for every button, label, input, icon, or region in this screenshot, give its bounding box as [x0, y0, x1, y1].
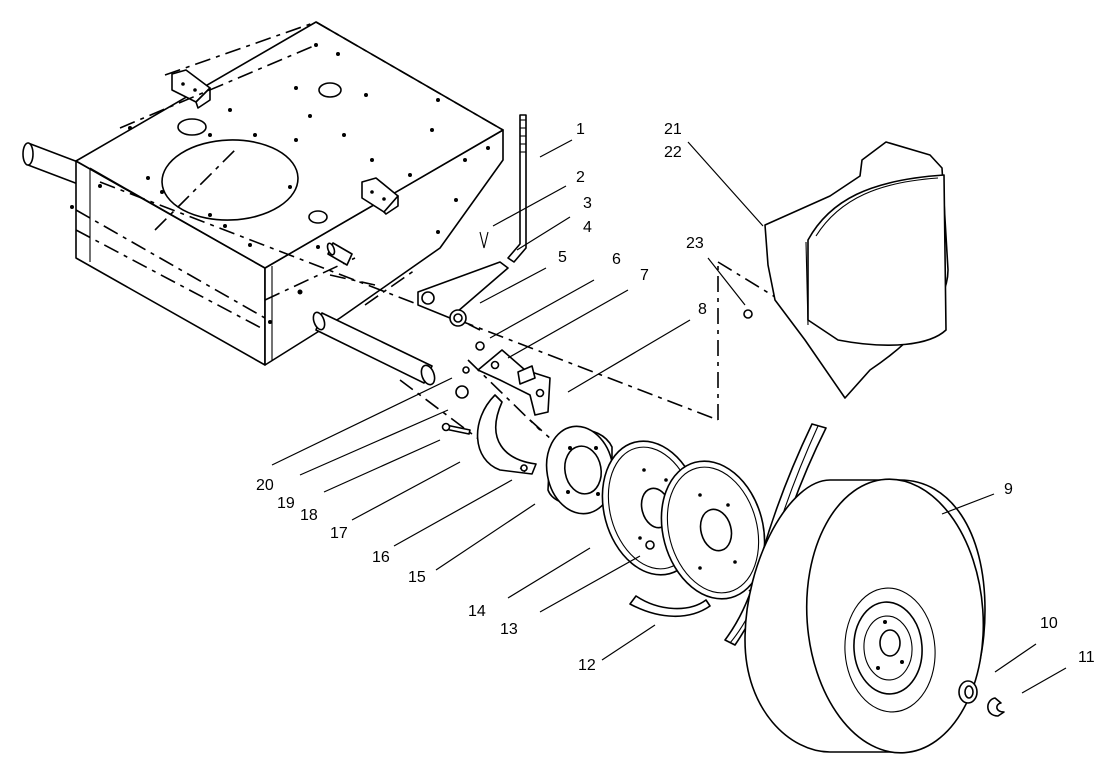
- callout-5: 5: [558, 249, 567, 266]
- frame-bolt-holes: [70, 43, 490, 324]
- callout-6: 6: [612, 251, 621, 268]
- callout-17: 17: [330, 525, 348, 542]
- brake-lever-arm: [417, 261, 509, 327]
- callout-8: 8: [698, 301, 707, 318]
- pin: [645, 540, 655, 550]
- callout-13: 13: [500, 621, 518, 638]
- spacer-sleeve: [326, 242, 353, 266]
- wheel-tire: [744, 478, 986, 754]
- frame-small-cutout: [318, 82, 342, 98]
- callout-11: 11: [1078, 649, 1095, 666]
- callout-21: 21: [664, 121, 682, 138]
- axle-tube: [312, 311, 436, 386]
- callout-1: 1: [576, 121, 585, 138]
- callout-2: 2: [576, 169, 585, 186]
- left-axle-stub: [22, 142, 79, 185]
- callout-20: 20: [256, 477, 274, 494]
- brake-bracket: [477, 349, 551, 416]
- leader-lines: [271, 139, 1067, 694]
- tire-guard: [764, 141, 949, 399]
- frame-assembly: [22, 21, 504, 366]
- callout-10: 10: [1040, 615, 1058, 632]
- callout-labels: 1 2 3 4 5 6 7 8 9 10 11 12 13 14 15 16 1…: [256, 121, 1095, 674]
- washer: [475, 341, 485, 351]
- brake-pad: [629, 595, 711, 618]
- brake-hardware: [441, 366, 528, 472]
- callout-16: 16: [372, 549, 390, 566]
- callout-15: 15: [408, 569, 426, 586]
- flat-washer: [958, 680, 978, 704]
- hairpin-cotter: [479, 231, 489, 249]
- brake-band: [476, 394, 537, 475]
- retaining-clip: [987, 697, 1005, 717]
- callout-18: 18: [300, 507, 318, 524]
- callout-14: 14: [468, 603, 486, 620]
- brake-rod: [507, 114, 527, 263]
- callout-3: 3: [583, 195, 592, 212]
- callout-4: 4: [583, 219, 592, 236]
- callout-9: 9: [1004, 481, 1013, 498]
- callout-12: 12: [578, 657, 596, 674]
- callout-19: 19: [277, 495, 295, 512]
- frame-small-cutout: [177, 118, 207, 136]
- brake-disc-outer: [660, 460, 766, 600]
- callout-23: 23: [686, 235, 704, 252]
- mounting-bracket: [361, 177, 399, 215]
- callout-22: 22: [664, 144, 682, 161]
- callout-7: 7: [640, 267, 649, 284]
- frame-large-cutout: [161, 139, 299, 221]
- guard-nut: [743, 309, 753, 319]
- frame-small-cutout: [308, 210, 328, 224]
